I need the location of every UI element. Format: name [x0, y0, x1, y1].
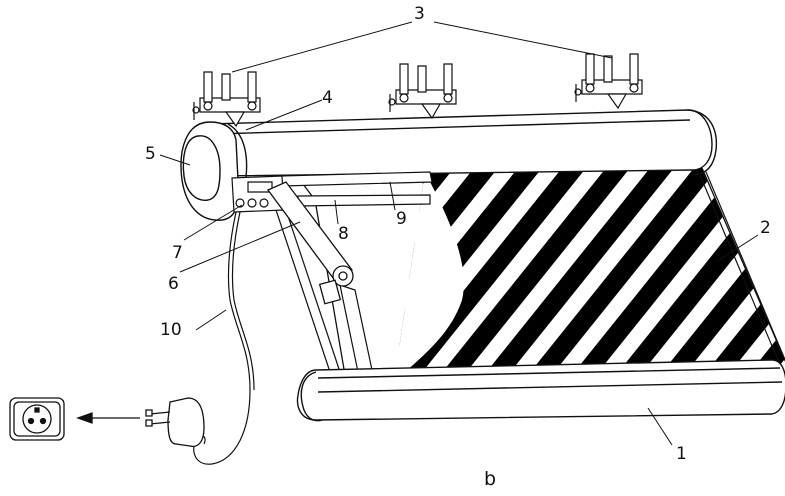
power-socket-icon — [10, 398, 64, 440]
fabric-stripe — [568, 168, 762, 376]
figure-caption: b — [484, 468, 497, 490]
leader-lines — [160, 22, 758, 445]
label-8: 8 — [338, 224, 349, 244]
folding-arm — [268, 182, 353, 304]
motor-end-cap — [181, 122, 247, 220]
fabric-stripe — [436, 168, 630, 376]
label-6: 6 — [168, 274, 179, 294]
label-1: 1 — [676, 444, 687, 464]
power-plug — [146, 398, 204, 446]
front-bar — [298, 360, 785, 421]
mounting-bracket — [389, 64, 456, 118]
label-3: 3 — [414, 4, 425, 24]
mounting-bracket — [575, 54, 642, 108]
label-10: 10 — [160, 320, 182, 340]
mounting-bracket — [193, 72, 260, 126]
label-7: 7 — [172, 243, 183, 263]
fabric-stripe — [524, 168, 718, 376]
fabric-stripe — [700, 168, 785, 376]
label-2: 2 — [760, 218, 771, 238]
mounting-brackets — [193, 54, 642, 126]
fabric-stripe — [480, 168, 674, 376]
label-4: 4 — [322, 88, 333, 108]
arrow-to-socket — [78, 413, 140, 423]
label-9: 9 — [396, 209, 407, 229]
side-frame — [268, 172, 785, 372]
roller-tube — [210, 110, 716, 176]
label-5: 5 — [145, 144, 156, 164]
